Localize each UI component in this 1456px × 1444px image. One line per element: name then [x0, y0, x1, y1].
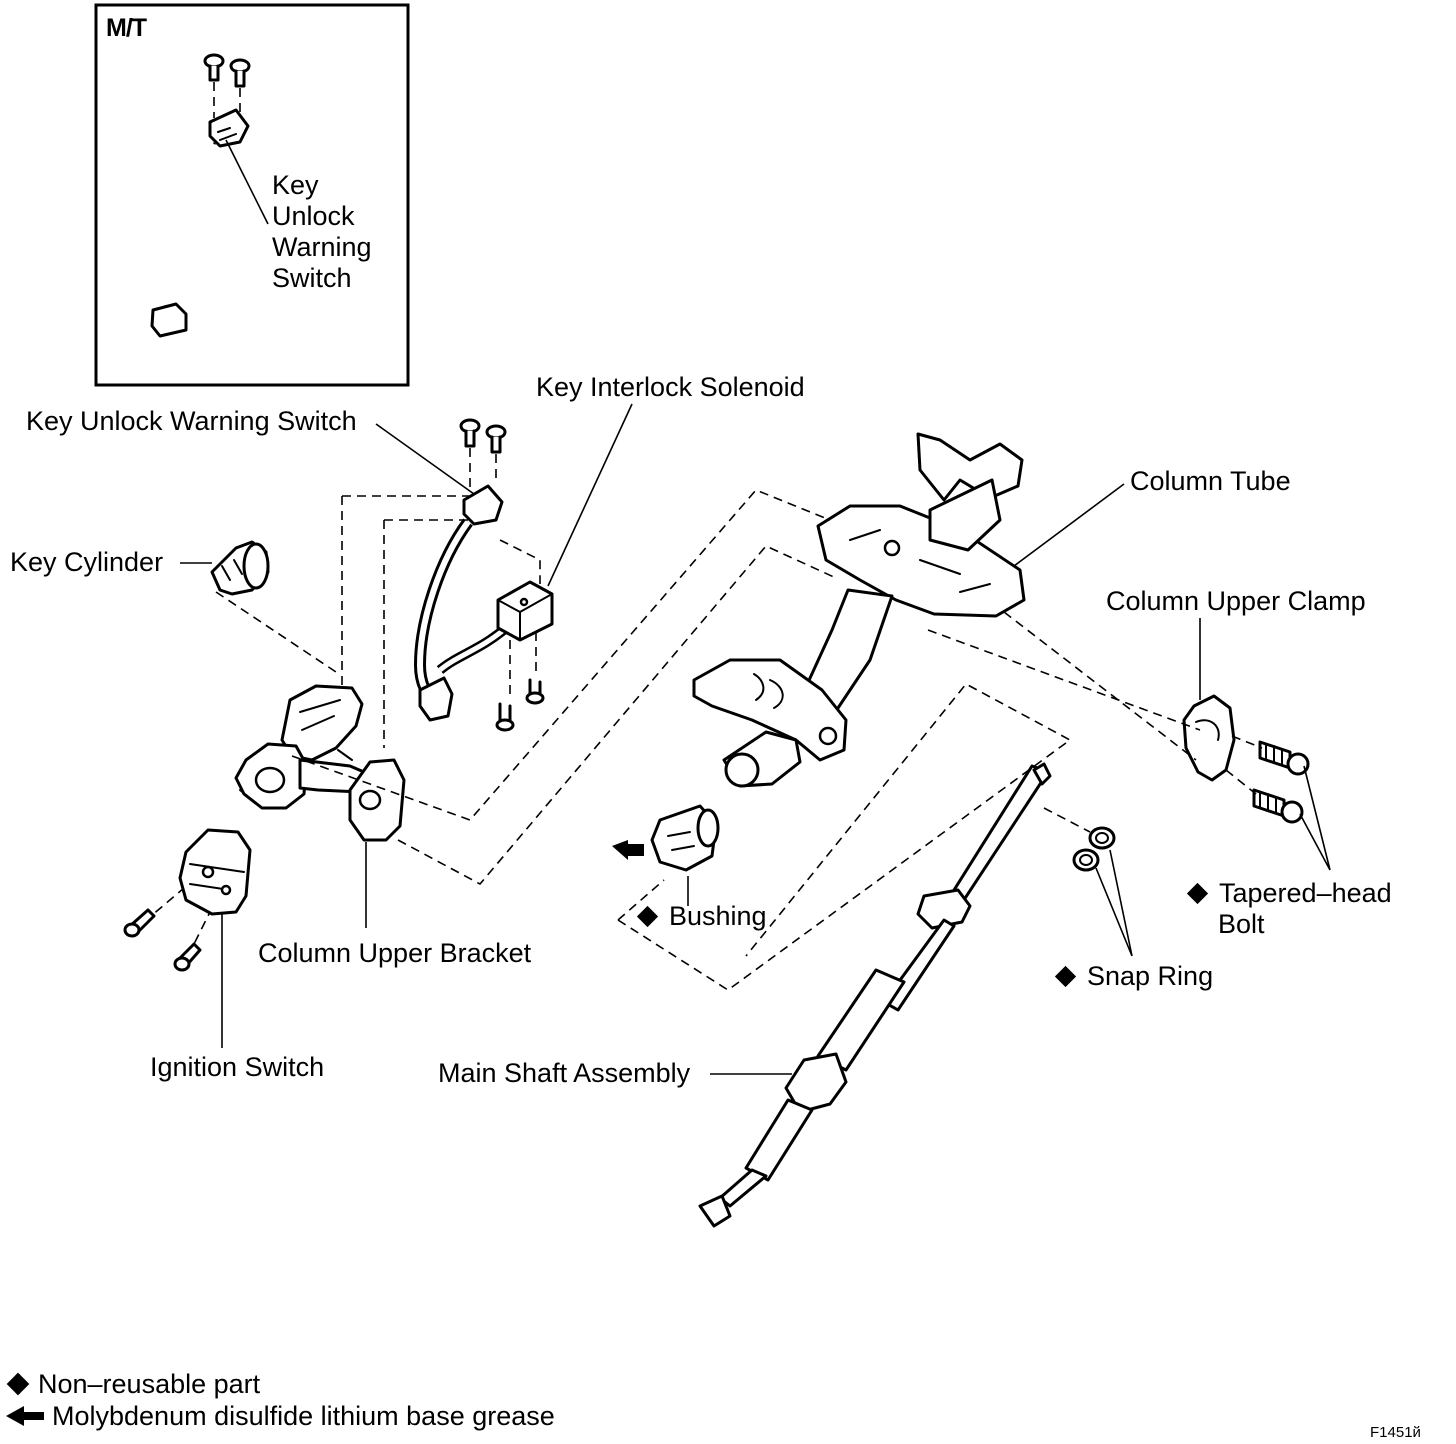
key-cylinder-label: Key Cylinder — [10, 547, 164, 577]
screw-icon — [123, 908, 156, 938]
screw-icon — [459, 418, 481, 448]
inset-key-unlock-warning-switch-label: Key Unlock Warning Switch — [272, 170, 372, 293]
ignition-switch — [123, 828, 252, 972]
bushing-label: Bushing — [636, 901, 767, 932]
diamond-icon — [1186, 882, 1209, 904]
figure-id: F1451й — [1370, 1424, 1421, 1441]
snap-rings — [1072, 826, 1116, 872]
column-tube — [692, 432, 1026, 788]
column-tube-label: Column Tube — [1130, 466, 1291, 496]
screw-icon — [525, 678, 545, 705]
leader-lines — [180, 403, 1331, 1075]
screw-icon — [203, 53, 225, 82]
screw-icon — [173, 942, 202, 972]
key-unlock-warning-switch-assembly — [413, 418, 554, 732]
tapered-head-bolts — [1252, 740, 1310, 824]
main-shaft-assembly — [698, 762, 1052, 1228]
ignition-switch-label: Ignition Switch — [150, 1052, 325, 1082]
grease-arrow-icon — [612, 840, 644, 860]
bolt-icon — [1258, 740, 1310, 776]
inset-title: M/T — [106, 14, 147, 42]
key-unlock-warning-switch-label: Key Unlock Warning Switch — [26, 406, 357, 436]
bushing — [650, 804, 720, 872]
main-shaft-assembly-label: Main Shaft Assembly — [438, 1058, 691, 1088]
snap-ring-label: Snap Ring — [1054, 961, 1213, 992]
arrow-left-icon — [6, 1406, 44, 1426]
diamond-icon — [6, 1372, 30, 1396]
column-upper-clamp — [1182, 694, 1236, 782]
column-upper-bracket — [234, 684, 406, 842]
legend-item-grease: Molybdenum disulfide lithium base grease — [4, 1400, 555, 1432]
screw-icon — [495, 702, 515, 732]
tapered-head-bolt-label: Tapered–head — [1186, 878, 1392, 909]
assembly-dashed-lines — [215, 489, 1263, 991]
bolt-icon — [1252, 788, 1304, 824]
inset-key-unlock-warning-switch — [150, 53, 269, 338]
column-upper-clamp-label: Column Upper Clamp — [1106, 586, 1366, 616]
column-upper-bracket-label: Column Upper Bracket — [258, 938, 532, 968]
diamond-icon — [1054, 965, 1077, 987]
key-cylinder — [210, 540, 270, 596]
diamond-icon — [636, 905, 659, 927]
legend: Non–reusable part Molybdenum disulfide l… — [4, 1368, 555, 1432]
tapered-head-bolt-label-line2: Bolt — [1218, 909, 1265, 939]
screw-icon — [485, 424, 507, 454]
key-interlock-solenoid-label: Key Interlock Solenoid — [536, 372, 805, 402]
screw-icon — [229, 58, 251, 88]
inset-frame — [94, 3, 410, 387]
legend-item-non-reusable: Non–reusable part — [4, 1368, 555, 1400]
